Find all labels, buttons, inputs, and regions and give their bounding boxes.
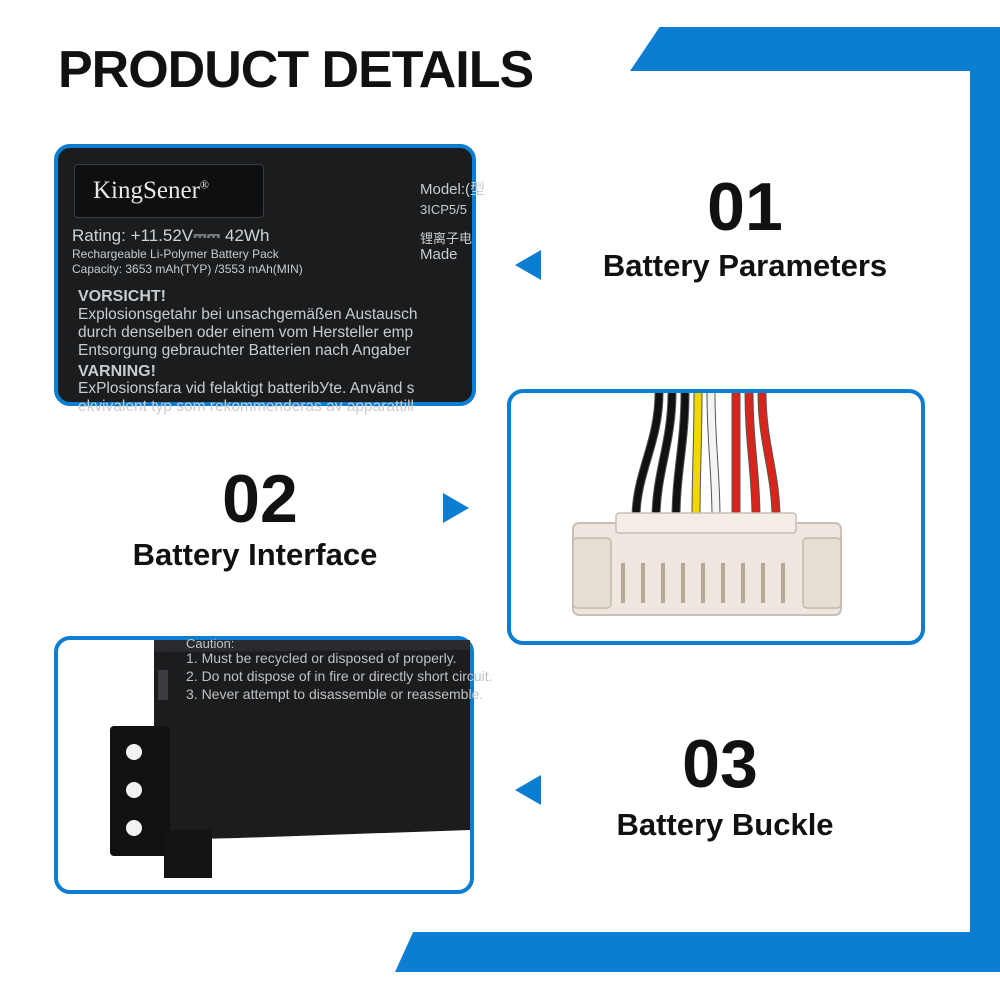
connector-pin	[761, 563, 765, 603]
triangle-right-icon	[443, 493, 469, 523]
buckle-foot	[164, 830, 212, 878]
section-caption-battery-interface: Battery Interface	[132, 537, 378, 572]
warning-de-title: VORSICHT!	[78, 288, 166, 305]
frame-right-bar	[970, 27, 1000, 972]
connector-top-lip	[615, 512, 797, 534]
connector-pin	[661, 563, 665, 603]
connector-pin	[701, 563, 705, 603]
connector-pins	[621, 563, 785, 603]
connector-pin	[721, 563, 725, 603]
model-code: 3ICP5/5	[420, 202, 467, 217]
connector-pin	[621, 563, 625, 603]
wire	[652, 392, 676, 519]
wire	[745, 392, 760, 519]
frame-top-bar	[630, 27, 1000, 71]
battery-body	[154, 640, 470, 840]
pack-type-text: Rechargeable Li-Polymer Battery Pack	[72, 247, 279, 261]
wire	[672, 392, 689, 519]
triangle-left-icon	[515, 775, 541, 805]
wire	[707, 392, 720, 519]
connector-left-ear	[572, 537, 612, 609]
page-title: PRODUCT DETAILS	[58, 41, 534, 99]
buckle-hole	[126, 820, 142, 836]
buckle-hole	[126, 744, 142, 760]
li-ion-text: 锂离子电	[420, 231, 473, 246]
buckle-hole	[126, 782, 142, 798]
made-text: Made	[420, 246, 458, 263]
warning-sv-title: VARNING!	[78, 363, 156, 380]
warning-de-line: durch denselben oder einem vom Herstelle…	[78, 324, 414, 341]
wire	[692, 392, 702, 519]
wire	[758, 392, 780, 519]
battery-interface-image	[507, 389, 925, 645]
section-caption-battery-parameters: Battery Parameters	[602, 248, 888, 283]
connector-pin	[641, 563, 645, 603]
frame-bottom-bar	[395, 932, 1000, 972]
warning-de-line: Entsorgung gebrauchter Batterien nach An…	[78, 342, 411, 359]
section-number-03: 03	[682, 726, 758, 802]
wire-bundle	[631, 392, 781, 519]
rating-text: Rating: +11.52V⎓⎓ 42Wh	[72, 226, 270, 245]
warning-de-line: Explosionsgetahr bei unsachgemäßen Austa…	[78, 306, 418, 323]
connector-illustration	[572, 392, 842, 616]
section-number-02: 02	[222, 461, 298, 537]
warning-sv-line: ekvivalent typ som rekommenderas av appa…	[78, 398, 414, 415]
model-text: Model:(型	[420, 181, 486, 198]
connector-pin	[681, 563, 685, 603]
section-number-01: 01	[707, 169, 783, 245]
connector-pin	[781, 563, 785, 603]
caution-title: Caution:	[186, 636, 235, 651]
caution-line: 1. Must be recycled or disposed of prope…	[186, 650, 457, 666]
wire	[632, 392, 663, 519]
triangle-left-icon	[515, 250, 541, 280]
section-caption-battery-buckle: Battery Buckle	[616, 807, 834, 842]
capacity-text: Capacity: 3653 mAh(TYP) /3553 mAh(MIN)	[72, 262, 303, 276]
brand-logo: KingSener®	[74, 164, 264, 218]
warning-sv-line: ExPlosionsfara vid felaktigt batteribУte…	[78, 380, 415, 397]
caution-line: 2. Do not dispose of in fire or directly…	[186, 668, 493, 684]
buckle-illustration	[110, 640, 470, 878]
caution-line: 3. Never attempt to disassemble or reass…	[186, 686, 484, 702]
connector-pin	[741, 563, 745, 603]
connector-housing	[572, 522, 842, 616]
connector-right-ear	[802, 537, 842, 609]
battery-buckle-image: Caution: 1. Must be recycled or disposed…	[54, 636, 493, 894]
battery-parameters-image: KingSener® Model:(型 3ICP5/5 锂离子电 Made Ra…	[54, 144, 485, 415]
